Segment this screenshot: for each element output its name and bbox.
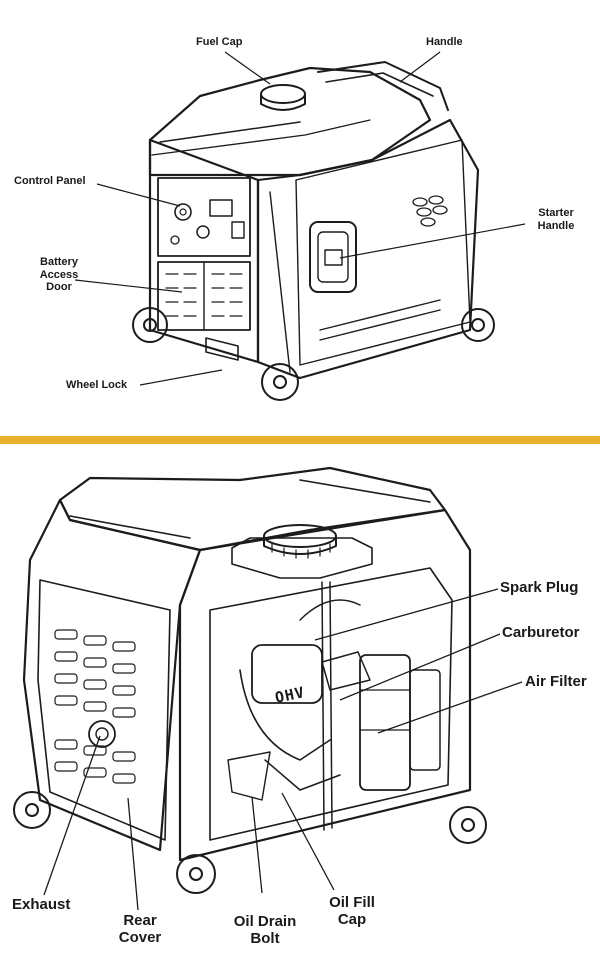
label-wheel-lock: Wheel Lock — [66, 379, 128, 391]
label-rear-cover: Rear Cover — [118, 912, 162, 947]
label-control-panel: Control Panel — [14, 175, 86, 187]
label-spark-plug: Spark Plug — [500, 579, 579, 596]
top-leader-lines — [74, 51, 526, 386]
label-carburetor: Carburetor — [502, 624, 580, 641]
label-fuel-cap: Fuel Cap — [196, 36, 243, 48]
section-divider — [0, 436, 600, 444]
label-air-filter: Air Filter — [525, 673, 587, 690]
label-handle: Handle — [426, 36, 463, 48]
label-exhaust: Exhaust — [12, 896, 71, 913]
generator-rear-illustration — [13, 466, 487, 894]
label-starter-handle: Starter Handle — [537, 207, 575, 232]
label-oil-drain-bolt: Oil Drain Bolt — [233, 913, 297, 948]
label-oil-fill-cap: Oil Fill Cap — [329, 894, 375, 929]
label-battery-access-door: Battery Access Door — [39, 256, 79, 294]
